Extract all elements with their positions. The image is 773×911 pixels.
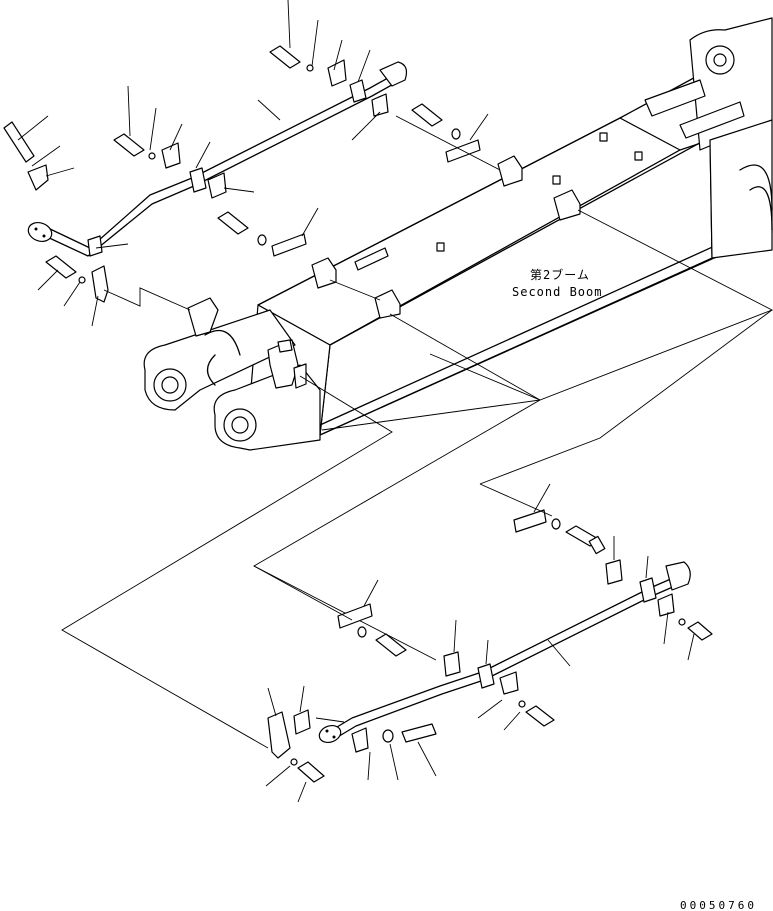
boom-label-english: Second Boom — [512, 285, 602, 299]
upper-pipe-assembly — [3, 45, 581, 337]
lower-leader-lines — [253, 483, 695, 803]
figure-code: 00050760 — [680, 899, 757, 911]
boom-label-japanese: 第2ブーム — [530, 267, 590, 282]
lower-pipe-assembly — [267, 509, 713, 783]
second-boom — [143, 17, 773, 451]
